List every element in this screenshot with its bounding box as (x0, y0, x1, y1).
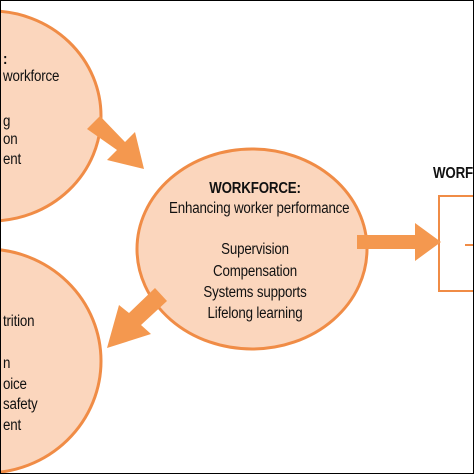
left-bottom-line: safety (3, 396, 38, 413)
left-top-line: ent (3, 151, 22, 168)
left-top-line: g (3, 113, 11, 130)
left-bottom-line: trition (3, 313, 35, 330)
left-top-line: workforce (3, 68, 60, 85)
left-top-circle (1, 9, 103, 223)
center-heading: WORKFORCE: (209, 180, 301, 197)
center-item: Systems supports (203, 284, 307, 301)
left-bottom-line: n (3, 355, 11, 372)
left-bottom-line: oice (3, 376, 27, 393)
center-item: Supervision (221, 241, 289, 258)
arrow-center-to-bottom (107, 288, 167, 348)
right-box-inner-mark (465, 244, 473, 246)
left-top-line: on (3, 131, 18, 148)
left-bottom-circle (1, 248, 103, 473)
arrow-center-to-right (357, 223, 441, 261)
center-item: Lifelong learning (207, 305, 303, 322)
center-subheading: Enhancing worker performance (169, 200, 350, 217)
center-item: Compensation (213, 263, 297, 280)
right-box-heading: WORF (433, 165, 474, 182)
arrow-top-to-center (87, 116, 144, 169)
right-box (438, 195, 473, 292)
left-top-heading: : (3, 51, 8, 68)
left-bottom-line: ent (3, 417, 22, 434)
